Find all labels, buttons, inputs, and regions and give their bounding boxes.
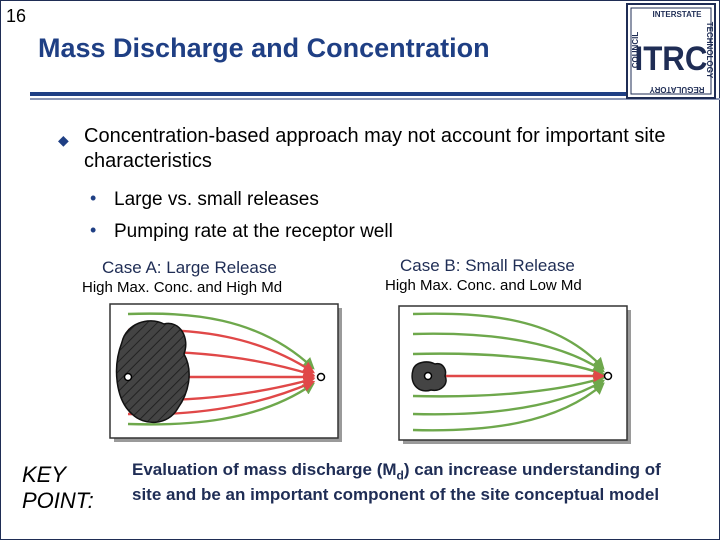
- key-point-label: KEY POINT:: [22, 462, 114, 514]
- slide-title: Mass Discharge and Concentration: [38, 33, 490, 64]
- title-underline-secondary: [30, 98, 720, 100]
- source-well-icon: [425, 373, 432, 380]
- diamond-bullet-icon: ◆: [58, 128, 69, 153]
- dot-bullet-icon: •: [90, 188, 96, 209]
- logo-main-text: ITRC: [635, 39, 708, 78]
- key-point-label-text: KEY POINT:: [22, 462, 114, 514]
- sub-bullet-text: Large vs. small releases: [114, 189, 319, 211]
- sub-bullet-text: Pumping rate at the receptor well: [114, 221, 393, 243]
- receptor-well-icon: [318, 374, 325, 381]
- key-point-subscript: d: [397, 468, 404, 482]
- key-point-text-start: Evaluation of mass discharge (M: [132, 460, 397, 479]
- case-a-subtitle: High Max. Conc. and High Md: [82, 279, 282, 296]
- logo-top-text: INTERSTATE: [652, 10, 702, 19]
- logo-left-text: COUNCIL: [631, 32, 640, 69]
- main-bullet-text: Concentration-based approach may not acc…: [84, 124, 674, 174]
- logo-right-text: TECHNOLOGY: [705, 22, 714, 79]
- logo-bottom-text: REGULATORY: [649, 85, 705, 94]
- source-well-icon: [125, 374, 132, 381]
- slide-number: 16: [6, 6, 26, 27]
- key-point-text: Evaluation of mass discharge (Md) can in…: [132, 460, 692, 505]
- case-a-title: Case A: Large Release: [102, 258, 277, 278]
- case-b-subtitle: High Max. Conc. and Low Md: [385, 277, 582, 294]
- title-underline: [30, 92, 630, 96]
- itrc-logo: ITRC INTERSTATE REGULATORY TECHNOLOGY CO…: [625, 2, 717, 100]
- case-b-diagram: [397, 304, 637, 447]
- dot-bullet-icon: •: [90, 220, 96, 241]
- large-source-zone: [117, 321, 190, 422]
- case-a-diagram: [108, 302, 348, 445]
- receptor-well-icon: [605, 373, 612, 380]
- case-b-title: Case B: Small Release: [400, 256, 575, 276]
